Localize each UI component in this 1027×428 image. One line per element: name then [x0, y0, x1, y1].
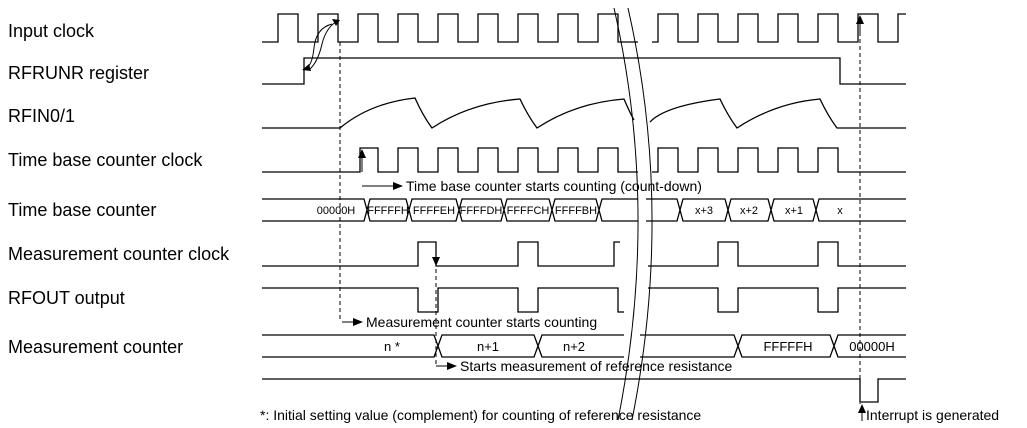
arrowhead-tbc-clock — [358, 149, 366, 158]
arrowhead-tbc-start — [393, 182, 403, 190]
measurement-counter-values: n * n+1 n+2 FFFFFH 00000H — [384, 339, 895, 354]
mc-value: 00000H — [849, 339, 895, 354]
label-time-base-counter-clock: Time base counter clock — [8, 150, 203, 170]
label-time-base-counter: Time base counter — [8, 200, 156, 220]
arrowhead-mc-start — [353, 318, 363, 326]
mc-value: n+2 — [563, 339, 585, 354]
arrowhead-rfrunr — [302, 64, 311, 71]
footnote: *: Initial setting value (complement) fo… — [260, 407, 701, 423]
tbc-value: 00000H — [317, 205, 356, 217]
label-input-clock: Input clock — [8, 21, 95, 41]
arrowhead-interrupt-top — [856, 15, 864, 24]
measurement-counter-clock-wave — [262, 241, 906, 267]
annotation-mc-start: Measurement counter starts counting — [366, 314, 597, 330]
tbc-value: x+1 — [785, 205, 803, 217]
time-base-counter-values: 00000H FFFFFH FFFFEH FFFFDH FFFFCH FFFFB… — [317, 205, 844, 217]
label-rfout-output: RFOUT output — [8, 288, 125, 308]
tbc-value: FFFFDH — [460, 205, 503, 217]
tbc-value: FFFFEH — [413, 205, 455, 217]
rfout-output-wave — [262, 287, 906, 313]
mc-value: n+1 — [477, 339, 499, 354]
label-rfrunr-register: RFRUNR register — [8, 63, 149, 83]
time-base-counter-bus — [262, 198, 906, 222]
tbc-value: x+3 — [695, 205, 713, 217]
arrowhead-input-clock — [332, 19, 340, 26]
arrow-clock-to-rfrunr — [305, 23, 333, 69]
rfrunr-register-wave — [262, 57, 906, 85]
mc-value: FFFFFH — [763, 339, 812, 354]
tbc-value: x — [837, 205, 843, 217]
tbc-value: x+2 — [740, 205, 758, 217]
tbc-value: FFFFBH — [555, 205, 597, 217]
arrowhead-interrupt-bottom — [858, 404, 866, 413]
label-measurement-counter: Measurement counter — [8, 337, 183, 357]
interrupt-wave — [262, 378, 906, 403]
arrow-rfrunr-to-clock — [308, 21, 337, 71]
label-measurement-counter-clock: Measurement counter clock — [8, 244, 230, 264]
time-base-counter-clock-wave — [262, 147, 906, 173]
tbc-value: FFFFCH — [507, 205, 550, 217]
signal-labels: Input clock RFRUNR register RFIN0/1 Time… — [8, 21, 230, 357]
rfin-wave — [262, 97, 906, 129]
label-rfin: RFIN0/1 — [8, 106, 75, 126]
annotation-ref-start: Starts measurement of reference resistan… — [460, 358, 733, 374]
annotation-tbc-start: Time base counter starts counting (count… — [406, 178, 702, 194]
mc-value: n * — [384, 339, 400, 354]
arrowhead-mcc — [432, 257, 440, 266]
measurement-counter-bus — [262, 334, 906, 358]
arrowhead-ref-start — [447, 362, 457, 370]
break-mark-left — [613, 7, 639, 421]
input-clock-wave — [262, 13, 906, 43]
break-mark-right — [627, 7, 653, 421]
tbc-value: FFFFFH — [367, 205, 409, 217]
annotation-interrupt: Interrupt is generated — [866, 407, 999, 423]
